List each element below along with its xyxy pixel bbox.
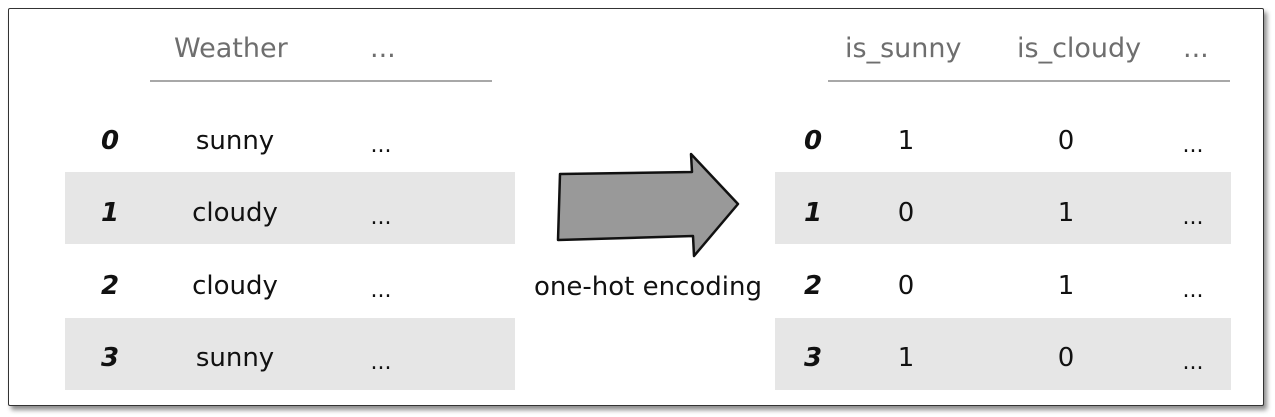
right-row-index: 3 bbox=[803, 343, 823, 373]
right-cell-is-cloudy: 0 bbox=[1057, 126, 1075, 156]
right-cell-is-cloudy: 1 bbox=[1057, 271, 1075, 301]
left-cell-weather: cloudy bbox=[192, 198, 278, 228]
right-cell-ellipsis: ... bbox=[1182, 133, 1204, 158]
transform-label: one-hot encoding bbox=[534, 272, 762, 302]
right-row-index: 1 bbox=[803, 198, 823, 228]
left-row-index: 3 bbox=[100, 343, 120, 373]
left-cell-ellipsis: ... bbox=[370, 350, 392, 375]
left-row-band-1 bbox=[65, 172, 515, 244]
left-header-ellipsis: ... bbox=[370, 33, 396, 64]
right-cell-is-sunny: 0 bbox=[897, 271, 915, 301]
left-row-index: 2 bbox=[100, 271, 120, 301]
right-row-band-1 bbox=[775, 172, 1231, 244]
right-cell-is-sunny: 1 bbox=[897, 343, 915, 373]
left-cell-weather: sunny bbox=[195, 343, 275, 373]
left-cell-weather: cloudy bbox=[192, 271, 278, 301]
left-row-index: 1 bbox=[100, 198, 120, 228]
right-row-index: 2 bbox=[803, 271, 823, 301]
right-cell-is-sunny: 0 bbox=[897, 198, 915, 228]
right-header-is-cloudy: is_cloudy bbox=[1017, 33, 1142, 64]
right-cell-is-sunny: 1 bbox=[897, 126, 915, 156]
right-row-index: 0 bbox=[803, 126, 823, 156]
left-cell-ellipsis: ... bbox=[370, 278, 392, 303]
right-row-band-3 bbox=[775, 318, 1231, 390]
left-cell-ellipsis: ... bbox=[370, 133, 392, 158]
right-cell-is-cloudy: 0 bbox=[1057, 343, 1075, 373]
right-arrow-icon bbox=[556, 152, 740, 258]
left-header-rule bbox=[150, 80, 492, 82]
left-header-weather: Weather bbox=[174, 33, 288, 64]
left-cell-ellipsis: ... bbox=[370, 205, 392, 230]
right-header-rule bbox=[828, 80, 1230, 82]
right-cell-ellipsis: ... bbox=[1182, 205, 1204, 230]
right-cell-ellipsis: ... bbox=[1182, 278, 1204, 303]
right-cell-ellipsis: ... bbox=[1182, 350, 1204, 375]
right-header-is-sunny: is_sunny bbox=[845, 33, 962, 64]
right-header-ellipsis: ... bbox=[1183, 33, 1209, 64]
left-row-band-3 bbox=[65, 318, 515, 390]
left-row-index: 0 bbox=[100, 126, 120, 156]
right-cell-is-cloudy: 1 bbox=[1057, 198, 1075, 228]
left-cell-weather: sunny bbox=[195, 126, 275, 156]
